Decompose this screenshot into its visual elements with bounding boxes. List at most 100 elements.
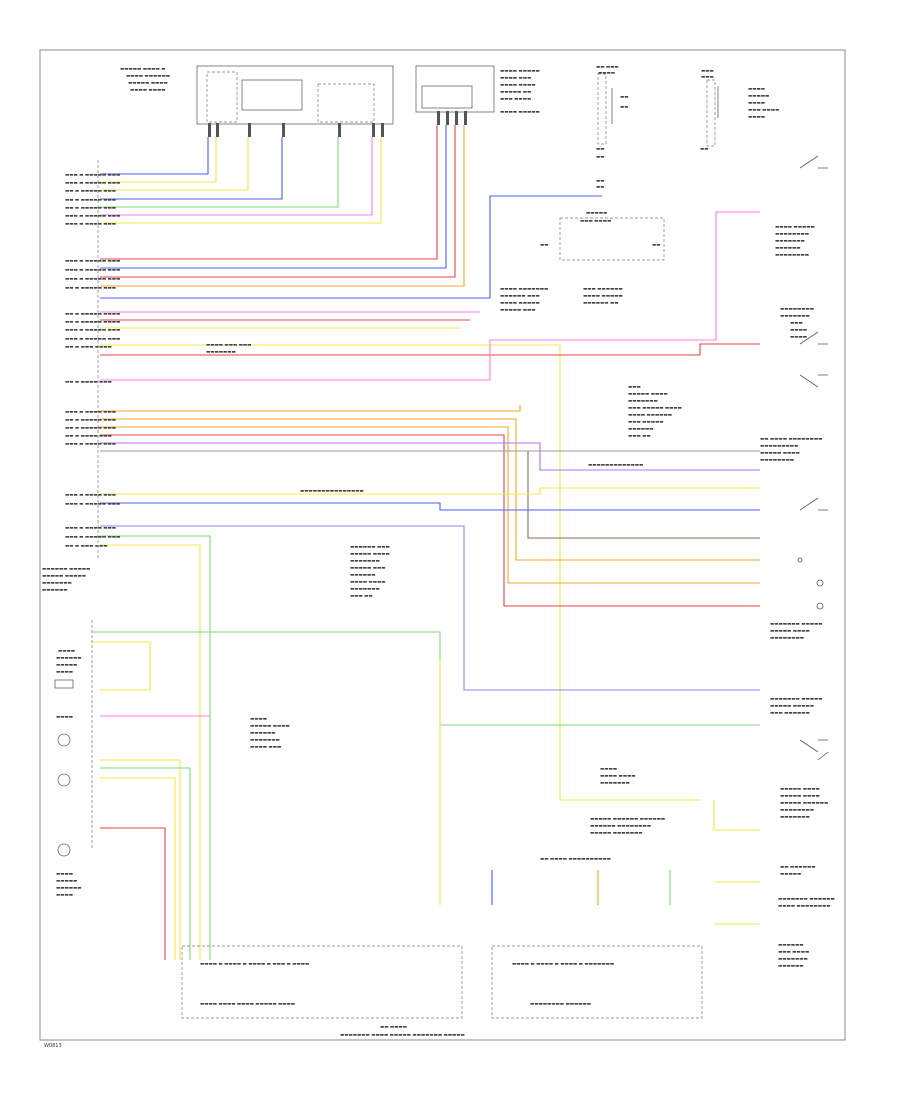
svg-text:▬▬▬▬ ▬▬▬▬▬: ▬▬▬▬ ▬▬▬▬▬ [775, 225, 815, 230]
svg-text:▬▬▬▬ ▬▬▬: ▬▬▬▬ ▬▬▬ [250, 745, 281, 750]
bottom-right-module: ▬▬ ▬▬▬▬ ▬▬▬▬▬▬▬▬▬▬ ▬▬▬▬ ▬ ▬▬▬▬ ▬ ▬▬▬▬ ▬ … [491, 857, 703, 1019]
svg-text:▬▬▬▬: ▬▬▬▬ [748, 115, 765, 120]
svg-text:▬▬▬▬▬ ▬▬▬▬▬▬ ▬▬▬▬▬▬: ▬▬▬▬▬ ▬▬▬▬▬▬ ▬▬▬▬▬▬ [590, 817, 665, 822]
svg-text:▬▬ ▬ ▬▬▬▬▬ ▬▬▬: ▬▬ ▬ ▬▬▬▬▬ ▬▬▬ [65, 418, 116, 423]
svg-text:▬▬▬ ▬ ▬▬▬▬▬ ▬▬▬: ▬▬▬ ▬ ▬▬▬▬▬ ▬▬▬ [65, 328, 120, 333]
right-components: ▬▬▬▬ ▬▬▬▬▬ ▬▬▬▬▬▬▬▬ ▬▬▬▬▬▬▬ ▬▬▬▬▬▬ ▬▬▬▬▬… [760, 225, 835, 969]
svg-text:▬▬▬▬▬▬▬: ▬▬▬▬▬▬▬ [350, 559, 380, 564]
svg-text:▬▬▬▬▬▬▬ ▬▬▬▬ ▬▬▬▬▬ ▬▬▬▬▬▬▬ ▬▬▬: ▬▬▬▬▬▬▬ ▬▬▬▬ ▬▬▬▬▬ ▬▬▬▬▬▬▬ ▬▬▬▬▬ [340, 1033, 465, 1038]
svg-text:▬▬▬▬▬ ▬▬▬▬▬▬▬: ▬▬▬▬▬ ▬▬▬▬▬▬▬ [590, 831, 642, 836]
svg-text:▬▬▬: ▬▬▬ [628, 385, 641, 390]
svg-text:▬▬▬▬ ▬▬▬▬: ▬▬▬▬ ▬▬▬▬ [130, 88, 165, 93]
bottom-caption: ▬▬▬▬▬▬▬ ▬▬▬▬ ▬▬▬▬▬ ▬▬▬▬▬▬▬ ▬▬▬▬▬ [340, 1033, 465, 1038]
junction-center: ▬▬▬▬▬ ▬▬▬ ▬▬▬▬ ▬▬ ▬▬ ▬▬▬▬ ▬▬▬▬▬▬▬ ▬▬▬▬▬▬… [500, 211, 665, 313]
svg-text:▬▬▬▬▬ ▬▬▬▬: ▬▬▬▬▬ ▬▬▬▬ [770, 629, 810, 634]
svg-text:▬▬▬ ▬▬▬▬: ▬▬▬ ▬▬▬▬ [748, 108, 779, 113]
svg-text:▬▬▬▬▬▬▬▬▬▬▬▬▬▬▬: ▬▬▬▬▬▬▬▬▬▬▬▬▬▬▬ [300, 489, 364, 494]
svg-text:▬▬▬▬: ▬▬▬▬ [790, 328, 807, 333]
svg-text:▬▬▬▬▬▬▬: ▬▬▬▬▬▬▬ [780, 314, 810, 319]
svg-text:▬▬▬ ▬ ▬▬▬▬ ▬▬▬: ▬▬▬ ▬ ▬▬▬▬ ▬▬▬ [65, 410, 116, 415]
svg-text:▬▬▬ ▬ ▬▬▬▬▬ ▬▬▬: ▬▬▬ ▬ ▬▬▬▬▬ ▬▬▬ [65, 268, 120, 273]
svg-text:▬▬▬▬▬▬▬: ▬▬▬▬▬▬▬ [206, 350, 236, 355]
svg-text:▬▬▬▬▬ ▬▬▬▬: ▬▬▬▬▬ ▬▬▬▬ [628, 392, 668, 397]
svg-text:▬▬▬▬▬ ▬▬▬▬ ▬: ▬▬▬▬▬ ▬▬▬▬ ▬ [120, 67, 165, 72]
svg-text:▬▬▬▬: ▬▬▬▬ [56, 715, 73, 720]
svg-text:▬▬▬▬ ▬▬▬: ▬▬▬▬ ▬▬▬ [500, 76, 531, 81]
svg-text:▬▬▬▬▬▬▬: ▬▬▬▬▬▬▬ [42, 581, 72, 586]
svg-text:▬▬ ▬ ▬▬▬▬▬ ▬▬▬: ▬▬ ▬ ▬▬▬▬▬ ▬▬▬ [65, 286, 116, 291]
svg-text:▬▬▬▬▬ ▬▬▬: ▬▬▬▬▬ ▬▬▬ [500, 308, 535, 313]
svg-text:▬▬▬▬ ▬▬▬▬▬▬▬: ▬▬▬▬ ▬▬▬▬▬▬▬ [500, 287, 548, 292]
svg-text:▬▬▬ ▬▬▬▬: ▬▬▬ ▬▬▬▬ [778, 950, 809, 955]
svg-text:▬▬▬▬▬: ▬▬▬▬▬ [56, 879, 77, 884]
svg-text:▬▬▬▬▬▬▬: ▬▬▬▬▬▬▬ [600, 781, 630, 786]
svg-text:▬▬▬▬▬▬ ▬▬: ▬▬▬▬▬▬ ▬▬ [583, 301, 618, 306]
svg-text:▬▬▬▬▬▬: ▬▬▬▬▬▬ [778, 964, 804, 969]
svg-text:▬▬: ▬▬ [652, 243, 661, 248]
svg-text:▬▬▬▬ ▬▬▬▬▬▬: ▬▬▬▬ ▬▬▬▬▬▬ [126, 74, 170, 79]
svg-text:▬▬▬▬▬▬▬: ▬▬▬▬▬▬▬ [778, 957, 808, 962]
svg-text:▬▬ ▬ ▬▬▬▬ ▬▬▬: ▬▬ ▬ ▬▬▬▬ ▬▬▬ [65, 434, 112, 439]
svg-text:▬▬▬ ▬ ▬▬▬▬▬ ▬▬▬: ▬▬▬ ▬ ▬▬▬▬▬ ▬▬▬ [65, 259, 120, 264]
svg-text:▬▬: ▬▬ [540, 243, 549, 248]
svg-text:▬▬▬▬▬▬: ▬▬▬▬▬▬ [250, 731, 276, 736]
svg-text:▬▬▬▬ ▬▬▬▬ ▬▬▬▬ ▬▬▬▬▬ ▬▬▬▬: ▬▬▬▬ ▬▬▬▬ ▬▬▬▬ ▬▬▬▬▬ ▬▬▬▬ [200, 1002, 295, 1007]
fuse-block-right: ▬▬▬ ▬▬▬ ▬▬▬▬ ▬▬▬▬▬ ▬▬▬▬ ▬▬▬ ▬▬▬▬ ▬▬▬▬ ▬▬ [700, 69, 779, 152]
center-notes: ▬▬▬ ▬▬▬▬▬ ▬▬▬▬ ▬▬▬▬▬▬▬ ▬▬▬ ▬▬▬▬▬ ▬▬▬▬ ▬▬… [206, 343, 682, 836]
svg-text:▬▬▬▬ ▬ ▬▬▬▬ ▬ ▬▬▬▬ ▬ ▬▬▬▬▬▬▬: ▬▬▬▬ ▬ ▬▬▬▬ ▬ ▬▬▬▬ ▬ ▬▬▬▬▬▬▬ [512, 962, 614, 967]
svg-text:▬▬▬▬▬▬: ▬▬▬▬▬▬ [778, 943, 804, 948]
svg-text:▬▬ ▬ ▬▬▬▬▬ ▬▬▬: ▬▬ ▬ ▬▬▬▬▬ ▬▬▬ [65, 189, 116, 194]
svg-text:▬▬▬▬▬▬▬: ▬▬▬▬▬▬▬ [250, 738, 280, 743]
svg-text:▬▬ ▬ ▬▬▬ ▬▬▬▬: ▬▬ ▬ ▬▬▬ ▬▬▬▬ [65, 345, 112, 350]
svg-text:▬▬▬▬: ▬▬▬▬ [598, 71, 615, 76]
svg-text:▬▬▬▬ ▬▬▬▬▬: ▬▬▬▬ ▬▬▬▬▬ [500, 301, 540, 306]
svg-text:▬▬▬▬▬ ▬▬▬▬▬▬: ▬▬▬▬▬ ▬▬▬▬▬▬ [780, 801, 828, 806]
svg-text:▬▬▬▬▬▬▬▬: ▬▬▬▬▬▬▬▬ [770, 636, 804, 641]
svg-text:▬▬ ▬ ▬▬▬▬▬ ▬▬▬▬: ▬▬ ▬ ▬▬▬▬▬ ▬▬▬▬ [65, 312, 120, 317]
svg-text:▬▬▬▬: ▬▬▬▬ [56, 893, 73, 898]
svg-text:▬▬▬▬▬▬▬▬▬▬▬▬▬: ▬▬▬▬▬▬▬▬▬▬▬▬▬ [588, 463, 643, 468]
svg-text:▬▬▬▬▬ ▬▬▬▬: ▬▬▬▬▬ ▬▬▬▬ [350, 552, 390, 557]
svg-text:▬▬▬▬ ▬▬▬▬: ▬▬▬▬ ▬▬▬▬ [350, 580, 385, 585]
svg-text:▬▬▬: ▬▬▬ [790, 321, 803, 326]
svg-text:▬▬ ▬▬▬: ▬▬ ▬▬▬ [596, 65, 619, 70]
svg-text:▬▬▬▬: ▬▬▬▬ [748, 87, 765, 92]
svg-text:▬▬▬▬: ▬▬▬▬ [600, 767, 617, 772]
svg-text:▬▬▬▬▬▬ ▬▬▬▬▬▬▬▬: ▬▬▬▬▬▬ ▬▬▬▬▬▬▬▬ [590, 824, 651, 829]
svg-text:▬▬▬▬: ▬▬▬▬ [250, 717, 267, 722]
svg-text:▬▬▬▬▬▬▬ ▬▬▬▬▬: ▬▬▬▬▬▬▬ ▬▬▬▬▬ [770, 622, 822, 627]
svg-text:▬▬▬▬▬▬▬ ▬▬▬▬▬▬: ▬▬▬▬▬▬▬ ▬▬▬▬▬▬ [778, 897, 835, 902]
svg-text:▬▬▬ ▬▬▬▬▬▬: ▬▬▬ ▬▬▬▬▬▬ [770, 711, 810, 716]
svg-text:▬▬▬▬▬ ▬▬: ▬▬▬▬▬ ▬▬ [500, 90, 531, 95]
svg-text:▬▬ ▬ ▬▬▬▬▬ ▬▬▬▬: ▬▬ ▬ ▬▬▬▬▬ ▬▬▬▬ [65, 320, 120, 325]
svg-text:▬▬▬ ▬▬▬▬: ▬▬▬ ▬▬▬▬ [580, 219, 611, 224]
svg-text:▬▬▬▬▬▬▬▬: ▬▬▬▬▬▬▬▬ [760, 458, 794, 463]
figure-id: W0813 [44, 1043, 62, 1049]
svg-text:▬▬▬▬▬▬▬: ▬▬▬▬▬▬▬ [775, 239, 805, 244]
svg-text:▬▬ ▬ ▬▬▬▬ ▬▬▬: ▬▬ ▬ ▬▬▬▬ ▬▬▬ [65, 380, 112, 385]
svg-text:▬▬▬▬ ▬▬▬▬: ▬▬▬▬ ▬▬▬▬ [600, 774, 635, 779]
svg-text:▬▬ ▬▬▬▬ ▬▬▬▬▬▬▬▬▬▬: ▬▬ ▬▬▬▬ ▬▬▬▬▬▬▬▬▬▬ [540, 857, 611, 862]
svg-text:▬▬▬▬ ▬ ▬▬▬▬ ▬ ▬▬▬▬ ▬ ▬▬▬ ▬ ▬▬▬: ▬▬▬▬ ▬ ▬▬▬▬ ▬ ▬▬▬▬ ▬ ▬▬▬ ▬ ▬▬▬▬ [200, 962, 309, 967]
svg-text:▬▬▬▬▬▬ ▬▬▬▬▬: ▬▬▬▬▬▬ ▬▬▬▬▬ [42, 567, 90, 572]
left-wire-labels: ▬▬▬ ▬ ▬▬▬▬▬ ▬▬▬ ▬▬▬ ▬ ▬▬▬▬▬ ▬▬▬ ▬▬ ▬ ▬▬▬… [65, 173, 120, 549]
svg-text:▬▬▬▬▬▬▬▬: ▬▬▬▬▬▬▬▬ [780, 307, 814, 312]
top-left-module: ▬▬▬▬▬ ▬▬▬▬ ▬ ▬▬▬▬ ▬▬▬▬▬▬ ▬▬▬▬▬ ▬▬▬▬ ▬▬▬▬… [120, 65, 394, 137]
svg-text:▬▬▬▬▬▬: ▬▬▬▬▬▬ [56, 656, 82, 661]
svg-text:▬▬▬ ▬ ▬▬▬▬ ▬▬▬: ▬▬▬ ▬ ▬▬▬▬ ▬▬▬ [65, 222, 116, 227]
svg-text:▬▬ ▬ ▬▬▬ ▬▬▬: ▬▬ ▬ ▬▬▬ ▬▬▬ [65, 544, 108, 549]
svg-text:▬▬: ▬▬ [596, 147, 605, 152]
diagram-frame [39, 49, 846, 1041]
switch-symbols [797, 155, 829, 761]
svg-text:▬▬▬▬ ▬▬▬▬▬▬: ▬▬▬▬ ▬▬▬▬▬▬ [628, 413, 672, 418]
svg-text:▬▬▬▬: ▬▬▬▬ [748, 101, 765, 106]
svg-text:▬▬▬▬▬: ▬▬▬▬▬ [748, 94, 769, 99]
svg-text:▬▬▬▬▬▬▬▬▬: ▬▬▬▬▬▬▬▬▬ [760, 444, 798, 449]
svg-text:▬▬▬ ▬ ▬▬▬▬▬ ▬▬▬: ▬▬▬ ▬ ▬▬▬▬▬ ▬▬▬ [65, 277, 120, 282]
svg-text:▬▬ ▬ ▬▬▬▬▬ ▬▬▬: ▬▬ ▬ ▬▬▬▬▬ ▬▬▬ [65, 426, 116, 431]
svg-text:▬▬▬▬▬ ▬▬▬▬▬: ▬▬▬▬▬ ▬▬▬▬▬ [770, 704, 814, 709]
svg-text:▬▬▬ ▬▬▬▬▬▬: ▬▬▬ ▬▬▬▬▬▬ [583, 287, 623, 292]
svg-text:▬▬▬ ▬ ▬▬▬▬ ▬▬▬: ▬▬▬ ▬ ▬▬▬▬ ▬▬▬ [65, 442, 116, 447]
svg-text:▬▬▬ ▬▬▬▬▬: ▬▬▬ ▬▬▬▬▬ [628, 420, 663, 425]
